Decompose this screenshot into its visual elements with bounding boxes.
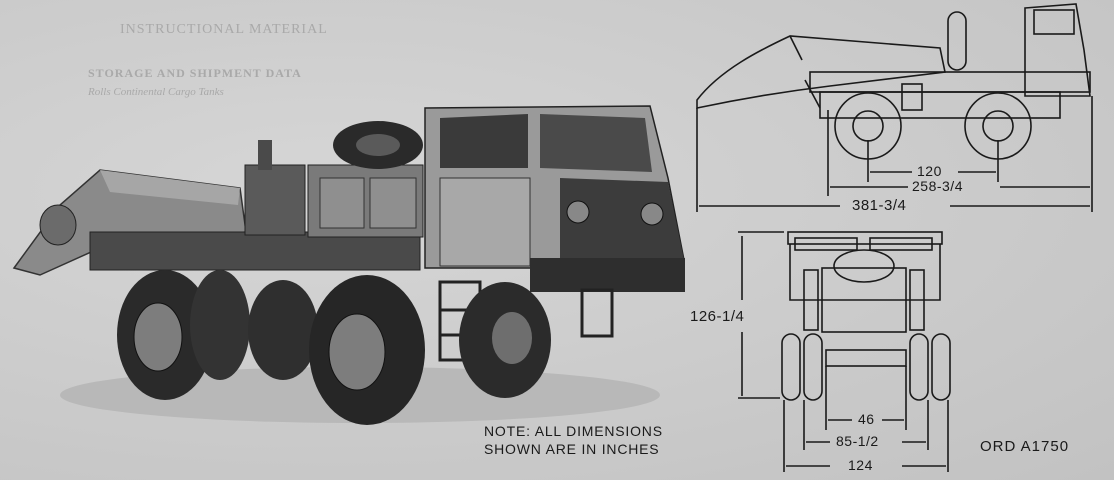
dimension-rear-length: 258-3/4 — [912, 178, 963, 194]
dimension-track: 85-1/2 — [836, 433, 879, 449]
truck-photo — [12, 105, 685, 425]
dimension-wheelbase: 120 — [917, 163, 942, 179]
dimension-height: 126-1/4 — [690, 308, 745, 325]
background-subtitle: STORAGE AND SHIPMENT DATA — [88, 66, 302, 80]
truck-wheel — [190, 270, 250, 380]
dimension-overall-length: 381-3/4 — [852, 197, 907, 214]
note-line-2: SHOWN ARE IN INCHES — [484, 441, 660, 457]
dimension-inner-track: 46 — [858, 411, 875, 427]
background-subtitle-2: Rolls Continental Cargo Tanks — [88, 86, 224, 98]
rear-view-drawing — [738, 231, 951, 472]
truck-wheel — [309, 275, 425, 425]
figure-id: ORD A1750 — [980, 438, 1070, 455]
dimensions-note: NOTE: ALL DIMENSIONS SHOWN ARE IN INCHES — [484, 422, 663, 458]
background-title: INSTRUCTIONAL MATERIAL — [120, 22, 328, 37]
side-view-drawing — [696, 3, 1093, 212]
truck-wheel — [459, 282, 551, 398]
truck-wheel — [117, 270, 213, 400]
truck-wheel — [248, 280, 318, 380]
dimension-overall-width: 124 — [848, 457, 873, 473]
note-line-1: NOTE: ALL DIMENSIONS — [484, 423, 663, 439]
